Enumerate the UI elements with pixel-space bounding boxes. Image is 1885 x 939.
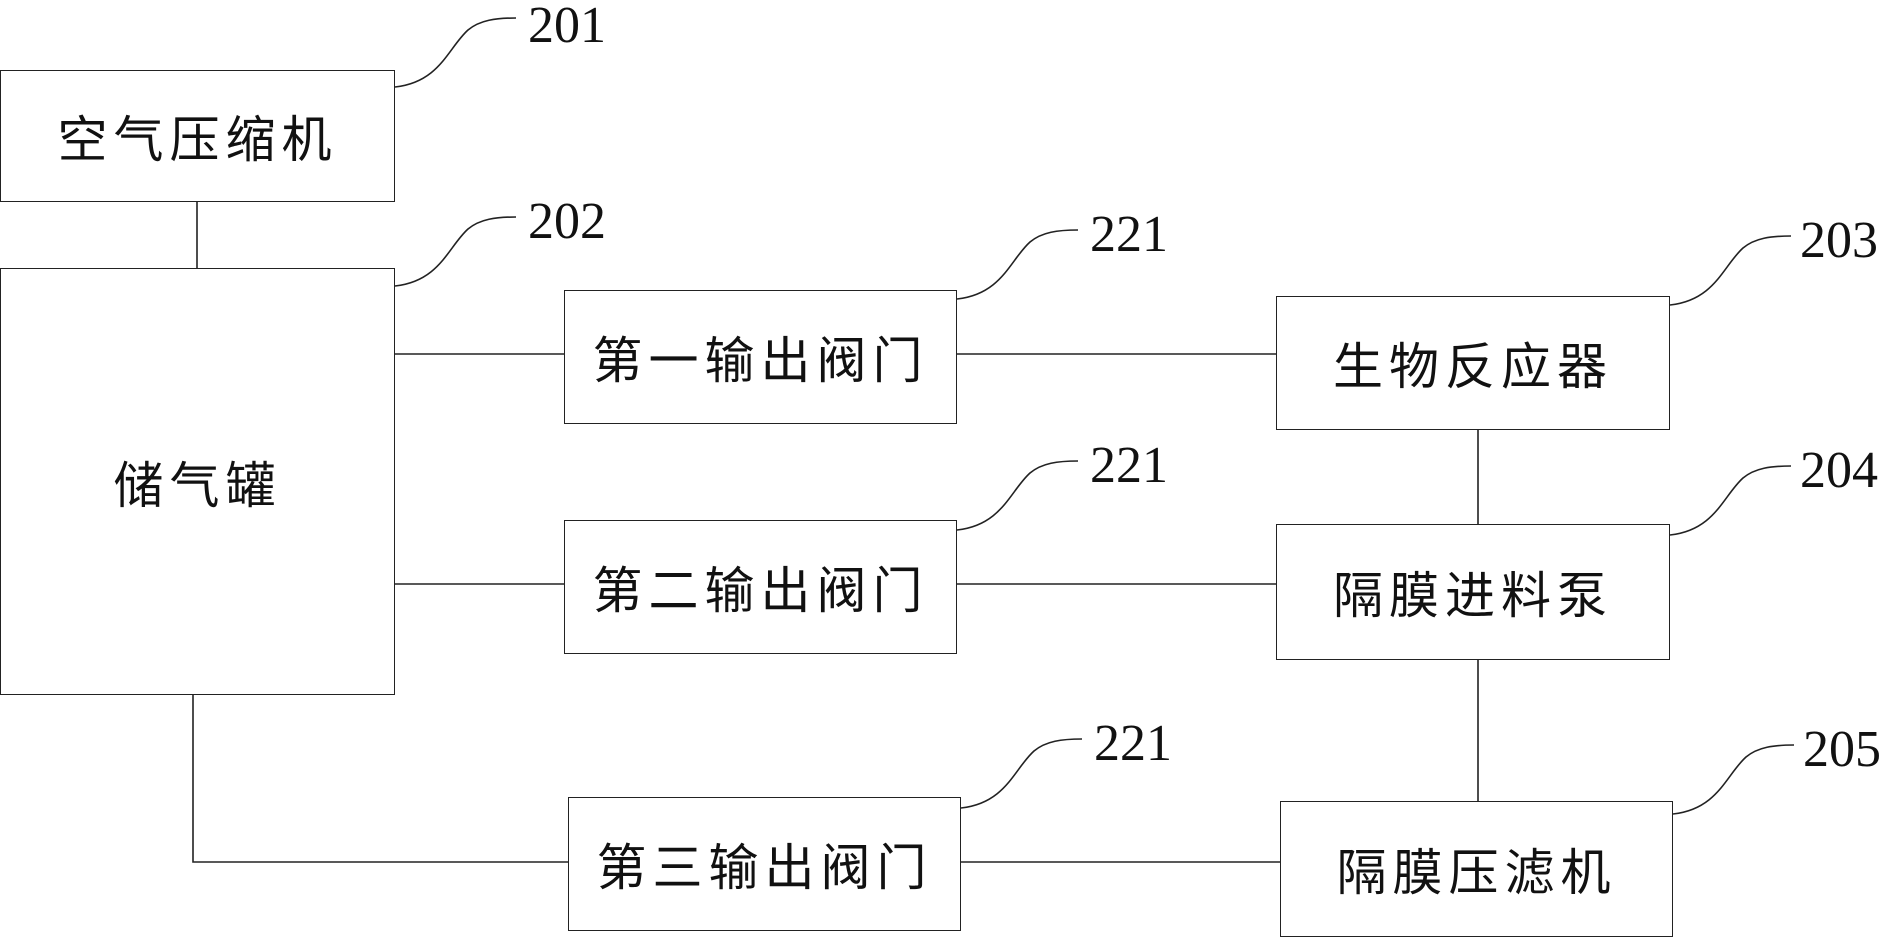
gas-tank-box: 储气罐 [0, 268, 395, 695]
leader-221-b [956, 460, 1079, 531]
leader-203 [1669, 235, 1792, 306]
ref-202: 202 [528, 193, 606, 250]
ref-221-b: 221 [1090, 437, 1168, 494]
gas-tank-label: 储气罐 [113, 456, 282, 515]
diaphragm-pump-label: 隔膜进料泵 [1333, 567, 1613, 625]
leader-204 [1669, 465, 1792, 536]
valve-1-box: 第一输出阀门 [564, 290, 957, 424]
leader-221-a [956, 229, 1079, 300]
ref-203: 203 [1800, 212, 1878, 269]
ref-204: 204 [1800, 442, 1878, 499]
valve-3-box: 第三输出阀门 [568, 797, 961, 931]
diaphragm-pump-box: 隔膜进料泵 [1276, 524, 1670, 660]
valve-3-label: 第三输出阀门 [596, 839, 933, 897]
leader-205 [1672, 744, 1795, 815]
valve-2-label: 第二输出阀门 [592, 562, 929, 620]
leader-201 [394, 17, 517, 88]
leader-202 [394, 216, 517, 287]
valve-1-label: 第一输出阀门 [592, 332, 929, 390]
diaphragm-filter-press-box: 隔膜压滤机 [1280, 801, 1673, 937]
bioreactor-label: 生物反应器 [1333, 338, 1613, 396]
leader-221-c [960, 738, 1083, 809]
ref-221-a: 221 [1090, 206, 1168, 263]
air-compressor-box: 空气压缩机 [0, 70, 395, 202]
bioreactor-box: 生物反应器 [1276, 296, 1670, 430]
ref-205: 205 [1803, 721, 1881, 778]
valve-2-box: 第二输出阀门 [564, 520, 957, 654]
diaphragm-filter-press-label: 隔膜压滤机 [1336, 844, 1617, 902]
ref-221-c: 221 [1094, 715, 1172, 772]
air-compressor-label: 空气压缩机 [57, 111, 338, 169]
ref-201: 201 [528, 0, 606, 54]
line-tank-to-valve-3 [192, 695, 568, 863]
